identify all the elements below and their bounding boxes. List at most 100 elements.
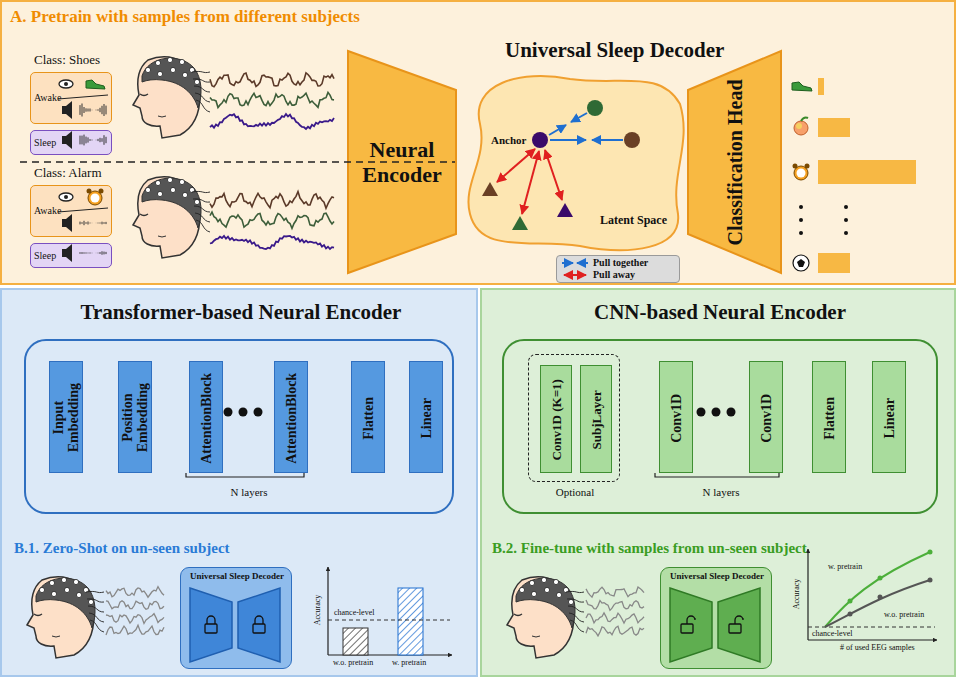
latent-points-part [497,149,535,182]
stimulus-icons-part-part [96,252,97,253]
finetune-chart-part [848,599,853,604]
latent-points-part [550,139,586,141]
subject-head-part-part [179,59,184,64]
subject-head-part-part [34,614,42,616]
node-text: Anchor [491,134,526,147]
layer-block: SubjLayer [580,365,612,473]
stimulus-icons-part-part [92,252,93,253]
node-text: B.2. Fine-tune with samples from un-seen… [492,540,807,557]
subject-head-part-part [531,591,536,596]
legend-box: Pull togetherPull away [556,255,680,283]
subject-head-part-part [193,199,210,202]
label-text: chance-level [334,608,374,617]
panel: Transformer-based Neural EncoderB.1. Zer… [0,288,478,677]
stage-part: # of used EEG samples [840,643,915,652]
subject-head-part-part [514,614,522,616]
class-probability-bars-part [797,259,805,267]
stage-part: Accuracy [792,579,801,610]
layer-block-part: Input Embedding [50,362,84,474]
subject-head-part-part [140,94,148,96]
stage-part: w. pretrain [828,562,862,571]
finetune-chart-part [808,627,935,628]
finetune-chart-part [825,580,930,627]
subject-head-part-part [553,579,558,584]
latent-points-part [482,182,498,196]
subject-head-part-part [133,177,200,258]
layer-block-part: Linear [873,362,907,474]
finetune-chart-part [825,552,930,627]
decoder-icon-part [718,588,760,662]
subject-head-part-part [158,116,166,117]
subject-head-part-part [567,599,584,602]
node-text: Universal Sleep Decoder [661,571,773,581]
panel-part: B.1. Zero-Shot on un-seen subject [14,540,230,557]
stimulus-icons-part-part [82,252,83,254]
layer-block-part: SubjLayer [581,366,613,474]
class-probability-bars-part [797,169,806,178]
stimulus-icons-part [59,193,73,201]
stimulus-icons-part-part [62,249,66,257]
node-text: Optional [529,486,621,499]
subject-head-part-part [541,577,546,582]
stage-part: w. pretrain [392,658,426,667]
subject-head-part [210,73,334,87]
ellipsis-dots-part [254,408,263,417]
stimulus-icons-part-part [66,214,72,232]
ellipsis-dots [224,408,736,417]
stimulus-icons-part-part [84,252,85,253]
stimulus-icons-part-part [98,222,99,224]
label-text: Accuracy [313,595,322,626]
class-probability-bars-part [799,218,803,222]
stimulus-box-part: Awake [34,92,61,104]
subject-head-part-part [140,214,148,216]
legend-sample-part [577,262,588,264]
decoder-icon [190,588,760,662]
stimulus-icons-part-part [84,107,85,113]
subject-head-part [210,236,334,249]
node-text: Awake [34,205,61,217]
subject-head-part [586,626,644,636]
stimulus-box-part: Sleep [34,250,56,262]
stimulus-box: Sleep [30,243,112,268]
latent-space: AnchorLatent Space [460,64,688,259]
ellipsis-dots-part [712,408,721,417]
layer-block: Input Embedding [49,361,83,473]
subject-head-part [210,212,334,228]
layer-block: Flatten [351,361,385,473]
stimulus-icons-part-part [80,222,81,225]
subject-head-part-part [170,187,175,192]
class-probability-bars-part [818,253,850,273]
ellipsis-dots-part [239,408,248,417]
subject-head-part-part [73,579,78,584]
subject-head-part [586,587,644,597]
latent-points-part [512,216,528,230]
decoder-icon-part [729,624,741,633]
subject-head-part-part [195,213,210,222]
subject-head-part-part [155,180,160,185]
stimulus-icons-part-part [102,138,103,142]
latent-points-part [522,151,539,214]
stimulus-icons-part-part [66,131,72,149]
label-text: w.o. pretrain [884,610,924,619]
stimulus-icons-part-part [104,222,105,224]
stimulus-icons-part-part [92,109,93,110]
subject-head-part [106,614,164,624]
layer-block: Linear [409,361,443,473]
stimulus-icons-part-part [88,137,89,142]
layer-block: Conv1D [659,361,693,473]
finetune-chart [808,549,937,640]
stimulus-icons-part-part [86,137,87,144]
stimulus-box: Awake [30,185,112,237]
latent-points-part [545,150,562,200]
subject-head-part-part [563,587,568,592]
layer-block-part: AttentionBlock [275,362,309,474]
stimulus-icons-part [86,80,105,89]
zero-shot-chart [328,567,452,655]
subject-head-part-part [195,93,210,102]
stimulus-icons-part [59,80,73,88]
subject-head-part [507,577,584,658]
legend-row: Pull away [561,269,675,281]
stimulus-icons-part-part [104,252,105,255]
finetune-chart-part [928,578,933,583]
